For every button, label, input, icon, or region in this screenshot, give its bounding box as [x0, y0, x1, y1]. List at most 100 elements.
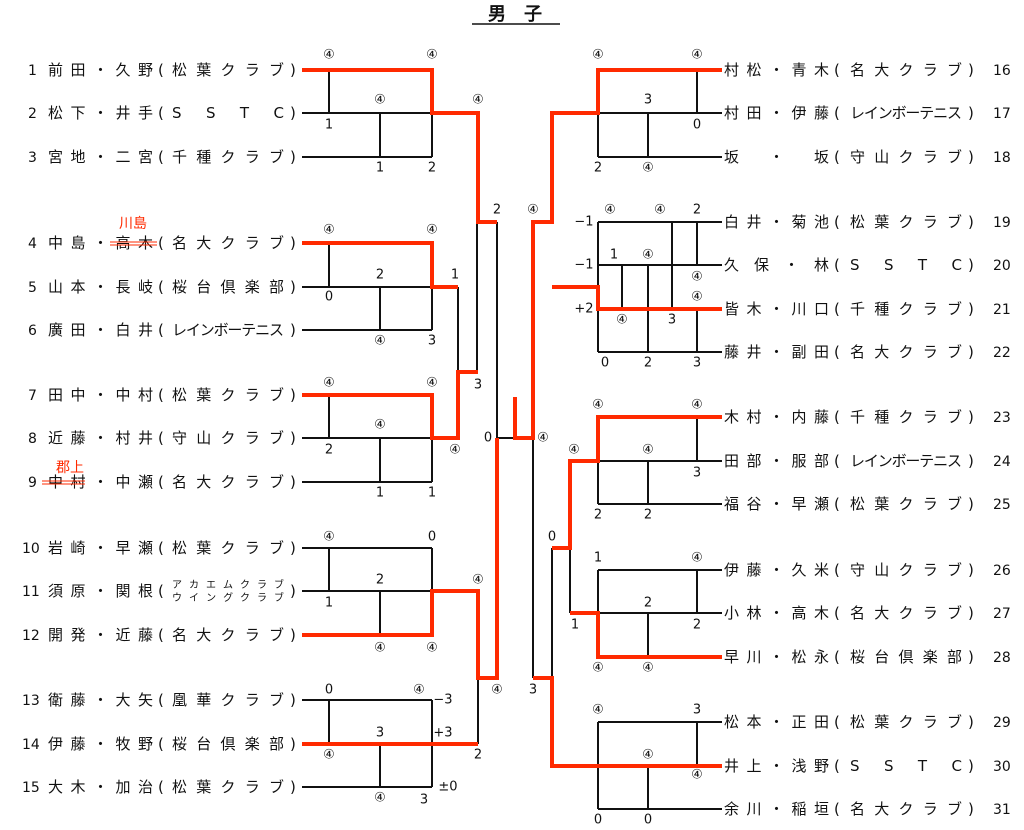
game-score: 3 [420, 793, 428, 808]
game-score: 3 [668, 313, 676, 328]
entry-number: 5 [28, 280, 37, 296]
paren-open: ( [158, 148, 164, 166]
paren-close: ) [968, 104, 974, 122]
player-names: 岩崎・早瀬 [48, 539, 153, 557]
game-score: 0 [428, 530, 436, 545]
game-score: ④ [691, 48, 703, 63]
game-score: ④ [491, 683, 503, 698]
paren-close: ) [290, 148, 296, 166]
game-score: 2 [493, 203, 501, 218]
game-score: ④ [472, 573, 484, 588]
player-names: 井上・浅野 [724, 757, 829, 775]
paren-open: ( [158, 429, 164, 447]
entry-number: 6 [28, 323, 37, 339]
game-score: 1 [325, 596, 333, 611]
player-names: 前田・久野 [48, 61, 153, 79]
paren-open: ( [158, 321, 164, 339]
game-score: 0 [601, 356, 609, 371]
game-score: ④ [642, 443, 654, 458]
paren-close: ) [290, 429, 296, 447]
game-score: ④ [642, 248, 654, 263]
winner-path [302, 438, 499, 680]
entry-number: 18 [993, 150, 1011, 166]
game-score: 0 [644, 813, 652, 828]
entry-number: 14 [22, 737, 40, 753]
game-score: ④ [691, 270, 703, 285]
game-score: −3 [433, 693, 452, 708]
correction-text: 郡上 [56, 460, 84, 476]
winner-path [552, 415, 722, 550]
paren-open: ( [834, 213, 840, 231]
game-score: 1 [571, 618, 579, 633]
paren-open: ( [158, 778, 164, 796]
game-score: ④ [592, 703, 604, 718]
player-names: 開発・近藤 [48, 626, 153, 644]
club-name: レインボーテニス [172, 321, 284, 339]
paren-open: ( [834, 800, 840, 818]
player-names: 伊藤・牧野 [48, 735, 153, 753]
paren-open: ( [158, 386, 164, 404]
club-name: 千種クラブ [850, 408, 962, 426]
club-name: 千種クラブ [172, 148, 284, 166]
winner-path [302, 241, 458, 289]
game-score: 3 [376, 726, 384, 741]
club-name: 松葉クラブ [850, 713, 962, 731]
paren-open: ( [834, 300, 840, 318]
game-score: 0 [594, 813, 602, 828]
game-score: +3 [433, 726, 452, 741]
game-score: 3 [693, 466, 701, 481]
game-score: 3 [693, 703, 701, 718]
game-score: ④ [691, 290, 703, 305]
club-name: 守山クラブ [172, 429, 284, 447]
paren-close: ) [290, 473, 296, 491]
game-score: ④ [592, 661, 604, 676]
player-names: 小林・高木 [724, 604, 829, 622]
game-score: ④ [642, 161, 654, 176]
player-names: 中村・中瀬 [48, 473, 153, 491]
game-score: ④ [592, 48, 604, 63]
paren-open: ( [158, 61, 164, 79]
club-name: レインボーテニス [850, 452, 962, 470]
paren-close: ) [968, 648, 974, 666]
player-names: 伊藤・久米 [724, 561, 829, 579]
club-name: 守山クラブ [850, 148, 962, 166]
player-names: 福谷・早瀬 [724, 495, 829, 513]
game-score: 2 [644, 508, 652, 523]
club-name: 凰華クラブ [172, 691, 284, 709]
paren-open: ( [834, 757, 840, 775]
bracket-title: 男 子 [488, 4, 542, 25]
winner-path [533, 676, 722, 768]
entry-number: 4 [28, 236, 37, 252]
game-score: ④ [472, 93, 484, 108]
game-score: 1 [610, 248, 618, 263]
game-score: 2 [594, 161, 602, 176]
club-name: 桜台倶楽部 [172, 735, 284, 753]
entry-number: 9 [28, 475, 37, 491]
paren-close: ) [968, 343, 974, 361]
player-names: 白井・菊池 [724, 213, 829, 231]
player-names: 衛藤・大矢 [48, 691, 153, 709]
paren-close: ) [968, 561, 974, 579]
entry-number: 24 [993, 454, 1011, 470]
game-score: 2 [325, 443, 333, 458]
game-score: 0 [693, 118, 701, 133]
paren-open: ( [158, 691, 164, 709]
game-score: ④ [426, 641, 438, 656]
player-names: 廣田・白井 [48, 321, 153, 339]
club-name: 松葉クラブ [172, 539, 284, 557]
entry-number: 13 [22, 693, 40, 709]
game-score: 2 [428, 161, 436, 176]
paren-open: ( [158, 104, 164, 122]
